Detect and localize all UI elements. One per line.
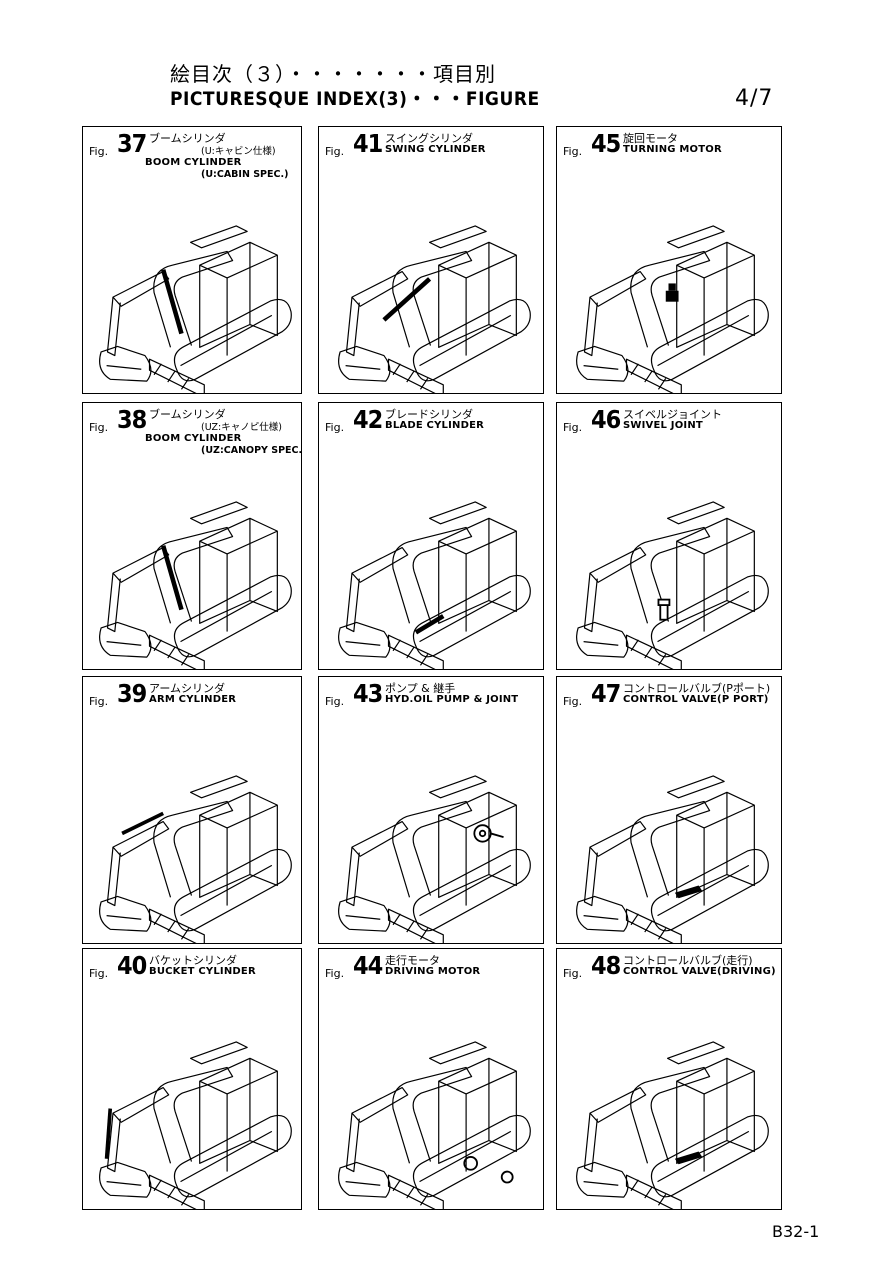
fig-number: 43	[353, 679, 383, 708]
fig-number: 42	[353, 405, 383, 434]
header-title-jp: 絵目次（３）・・・・・・・項目別	[170, 62, 496, 86]
header-title-en: PICTURESQUE INDEX(3)・・・FIGURE	[170, 88, 540, 110]
fig-number: 45	[591, 129, 621, 158]
fig-number: 41	[353, 129, 383, 158]
figure-panel-39[interactable]: Fig. 39 アームシリンダ ARM CYLINDER	[82, 676, 302, 944]
fig-title-jp: ポンプ & 継手	[385, 682, 456, 695]
fig-title-jp: スイングシリンダ	[385, 132, 473, 145]
excavator-drawing-valve	[576, 1041, 769, 1209]
figure-panel-46[interactable]: Fig. 46 スイベルジョイント SWIVEL JOINT	[556, 402, 782, 670]
fig-prefix: Fig.	[89, 967, 109, 980]
fig-title-en: CONTROL VALVE(DRIVING)	[623, 966, 776, 977]
fig-prefix: Fig.	[89, 695, 109, 708]
fig-title-jp: コントロールバルブ(走行)	[623, 954, 753, 967]
fig-prefix: Fig.	[563, 967, 583, 980]
figure-panel-40[interactable]: Fig. 40 バケットシリンダ BUCKET CYLINDER	[82, 948, 302, 1210]
excavator-drawing-boom	[99, 501, 292, 669]
fig-number: 47	[591, 679, 621, 708]
excavator-drawing-valve	[576, 775, 769, 943]
figure-panel-44[interactable]: Fig. 44 走行モータ DRIVING MOTOR	[318, 948, 544, 1210]
excavator-drawing-arm	[99, 775, 292, 943]
fig-title-en: SWIVEL JOINT	[623, 420, 703, 431]
fig-title-en: DRIVING MOTOR	[385, 966, 481, 977]
fig-title-jp: ブレードシリンダ	[385, 408, 473, 421]
fig-number: 48	[591, 951, 621, 980]
excavator-drawing-pump	[338, 775, 531, 943]
fig-title-jp: 走行モータ	[385, 954, 440, 967]
excavator-drawing-bucket	[99, 1041, 292, 1209]
excavator-drawing-swivel	[576, 501, 769, 669]
fig-title-en: BOOM CYLINDER	[145, 433, 242, 444]
figure-panel-41[interactable]: Fig. 41 スイングシリンダ SWING CYLINDER	[318, 126, 544, 394]
fig-subtitle-en: (U:CABIN SPEC.)	[201, 169, 289, 180]
fig-number: 37	[117, 129, 147, 158]
fig-number: 44	[353, 951, 383, 980]
figure-panel-48[interactable]: Fig. 48 コントロールバルブ(走行) CONTROL VALVE(DRIV…	[556, 948, 782, 1210]
fig-subtitle-en: (UZ:CANOPY SPEC.)	[201, 445, 302, 456]
fig-title-jp: バケットシリンダ	[149, 954, 237, 967]
fig-prefix: Fig.	[89, 421, 109, 434]
page-code: B32-1	[772, 1222, 820, 1241]
fig-number: 39	[117, 679, 147, 708]
fig-title-jp: アームシリンダ	[149, 682, 226, 695]
figure-panel-42[interactable]: Fig. 42 ブレードシリンダ BLADE CYLINDER	[318, 402, 544, 670]
figure-panel-43[interactable]: Fig. 43 ポンプ & 継手 HYD.OIL PUMP & JOINT	[318, 676, 544, 944]
fig-title-en: ARM CYLINDER	[149, 694, 237, 705]
fig-subtitle-jp: (U:キャビン仕様)	[201, 146, 276, 157]
fig-title-en: BUCKET CYLINDER	[149, 966, 256, 977]
fig-title-en: BOOM CYLINDER	[145, 157, 242, 168]
fig-number: 38	[117, 405, 147, 434]
fig-title-jp: 旋回モータ	[623, 132, 678, 145]
fig-title-en: BLADE CYLINDER	[385, 420, 485, 431]
fig-number: 40	[117, 951, 147, 980]
fig-title-jp: ブームシリンダ	[149, 408, 226, 421]
fig-number: 46	[591, 405, 621, 434]
fig-title-en: TURNING MOTOR	[623, 144, 722, 155]
fig-title-jp: コントロールバルブ(Pポート)	[623, 682, 771, 695]
fig-title-en: CONTROL VALVE(P PORT)	[623, 694, 769, 705]
figure-panel-47[interactable]: Fig. 47 コントロールバルブ(Pポート) CONTROL VALVE(P …	[556, 676, 782, 944]
fig-prefix: Fig.	[563, 421, 583, 434]
fig-prefix: Fig.	[325, 967, 345, 980]
fig-prefix: Fig.	[325, 145, 345, 158]
fig-prefix: Fig.	[325, 695, 345, 708]
fig-title-en: SWING CYLINDER	[385, 144, 486, 155]
excavator-drawing-blade	[338, 501, 531, 669]
fig-prefix: Fig.	[325, 421, 345, 434]
page-number: 4/7	[735, 86, 774, 111]
fig-title-jp: ブームシリンダ	[149, 132, 226, 145]
fig-title-jp: スイベルジョイント	[623, 408, 722, 421]
excavator-drawing-driving	[338, 1041, 531, 1209]
excavator-drawing-swing	[338, 225, 531, 393]
figure-panel-38[interactable]: Fig. 38 ブームシリンダ BOOM CYLINDER(UZ:キャノピ仕様)…	[82, 402, 302, 670]
fig-subtitle-jp: (UZ:キャノピ仕様)	[201, 422, 282, 433]
fig-prefix: Fig.	[563, 145, 583, 158]
excavator-drawing-turning	[576, 225, 769, 393]
figure-panel-45[interactable]: Fig. 45 旋回モータ TURNING MOTOR	[556, 126, 782, 394]
fig-prefix: Fig.	[89, 145, 109, 158]
figure-panel-37[interactable]: Fig. 37 ブームシリンダ BOOM CYLINDER(U:キャビン仕様) (…	[82, 126, 302, 394]
excavator-drawing-boom	[99, 225, 292, 393]
fig-prefix: Fig.	[563, 695, 583, 708]
fig-title-en: HYD.OIL PUMP & JOINT	[385, 694, 519, 705]
